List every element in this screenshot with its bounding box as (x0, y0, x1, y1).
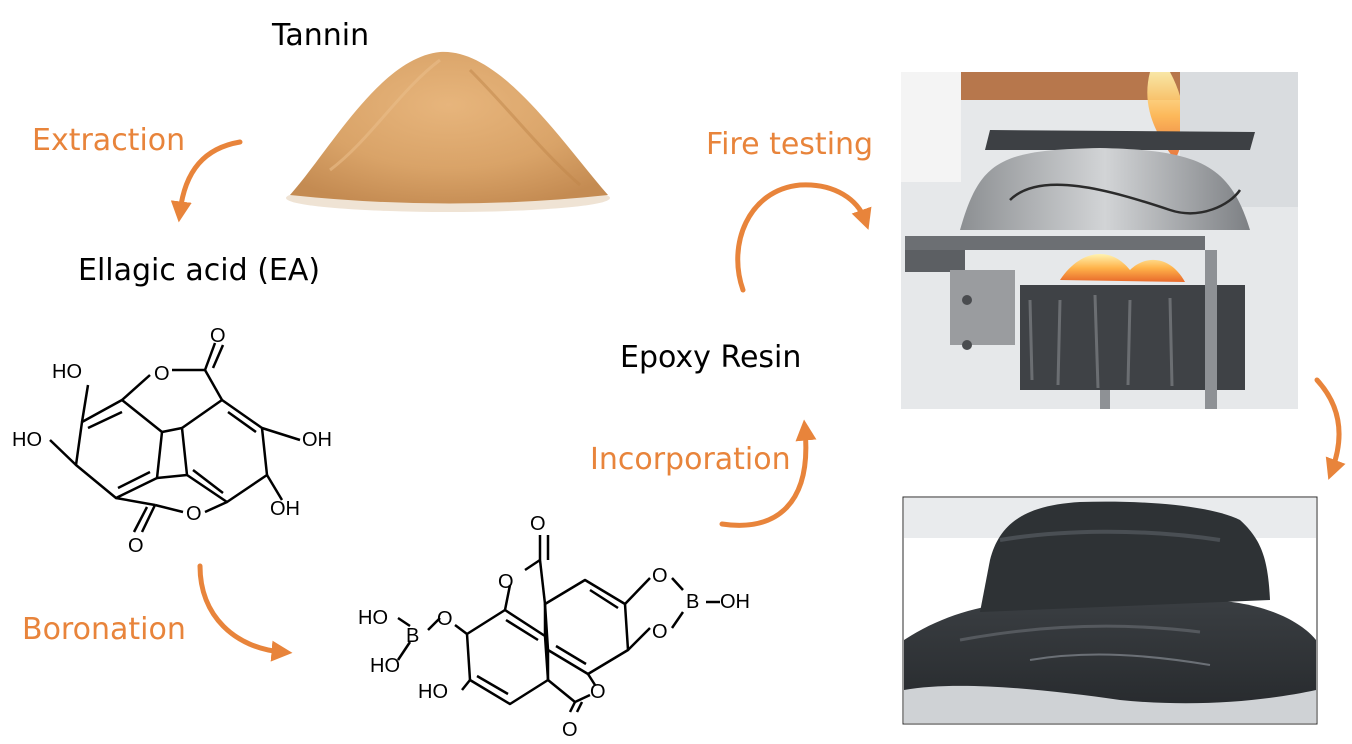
ea-ho-left: HO (12, 429, 42, 451)
borated-ea-structure (396, 535, 720, 713)
bea-b-left: B (406, 625, 419, 647)
bea-o-boron-bottom: O (652, 621, 668, 643)
epoxy-resin-label: Epoxy Resin (620, 340, 802, 375)
residue-arrow (1314, 377, 1346, 480)
bea-o-ring-left: O (498, 571, 514, 593)
incorporation-step-label: Incorporation (590, 442, 791, 477)
ea-o-ring-bottom: O (186, 503, 202, 525)
extraction-arrow (170, 139, 243, 223)
bea-o-carbonyl-bottom: O (562, 719, 578, 741)
ea-o-carbonyl-top: O (210, 325, 226, 347)
bea-ho-lower: HO (370, 655, 400, 677)
bea-o-left: O (437, 608, 453, 630)
fire-testing-step-label: Fire testing (706, 127, 874, 162)
bea-b-right: B (686, 591, 699, 613)
bea-o-carbonyl-top: O (530, 513, 546, 535)
ea-o-ring-top: O (154, 363, 170, 385)
bea-oh-right: OH (720, 591, 750, 613)
ea-ho-top: HO (52, 361, 82, 383)
tannin-label: Tannin (272, 18, 370, 53)
ea-o-carbonyl-bottom: O (128, 535, 144, 557)
bea-ho-upper: HO (358, 607, 388, 629)
boronation-arrow (197, 563, 293, 662)
bea-o-boron-top: O (652, 565, 668, 587)
incorporation-arrow (719, 419, 817, 528)
bea-o-ring-bottom: O (590, 681, 606, 703)
fire-test-image (901, 72, 1298, 409)
ea-oh-right: OH (302, 429, 332, 451)
boronation-step-label: Boronation (22, 612, 186, 647)
bea-ho-bottom: HO (418, 681, 448, 703)
tannin-powder-image (286, 51, 610, 212)
char-residue-image (902, 496, 1318, 725)
extraction-step-label: Extraction (32, 123, 186, 158)
fire-testing-arrow (735, 182, 872, 293)
ea-oh-bottom: OH (270, 498, 300, 520)
ellagic-acid-structure (49, 342, 301, 533)
ellagic-acid-label: Ellagic acid (EA) (78, 253, 321, 288)
